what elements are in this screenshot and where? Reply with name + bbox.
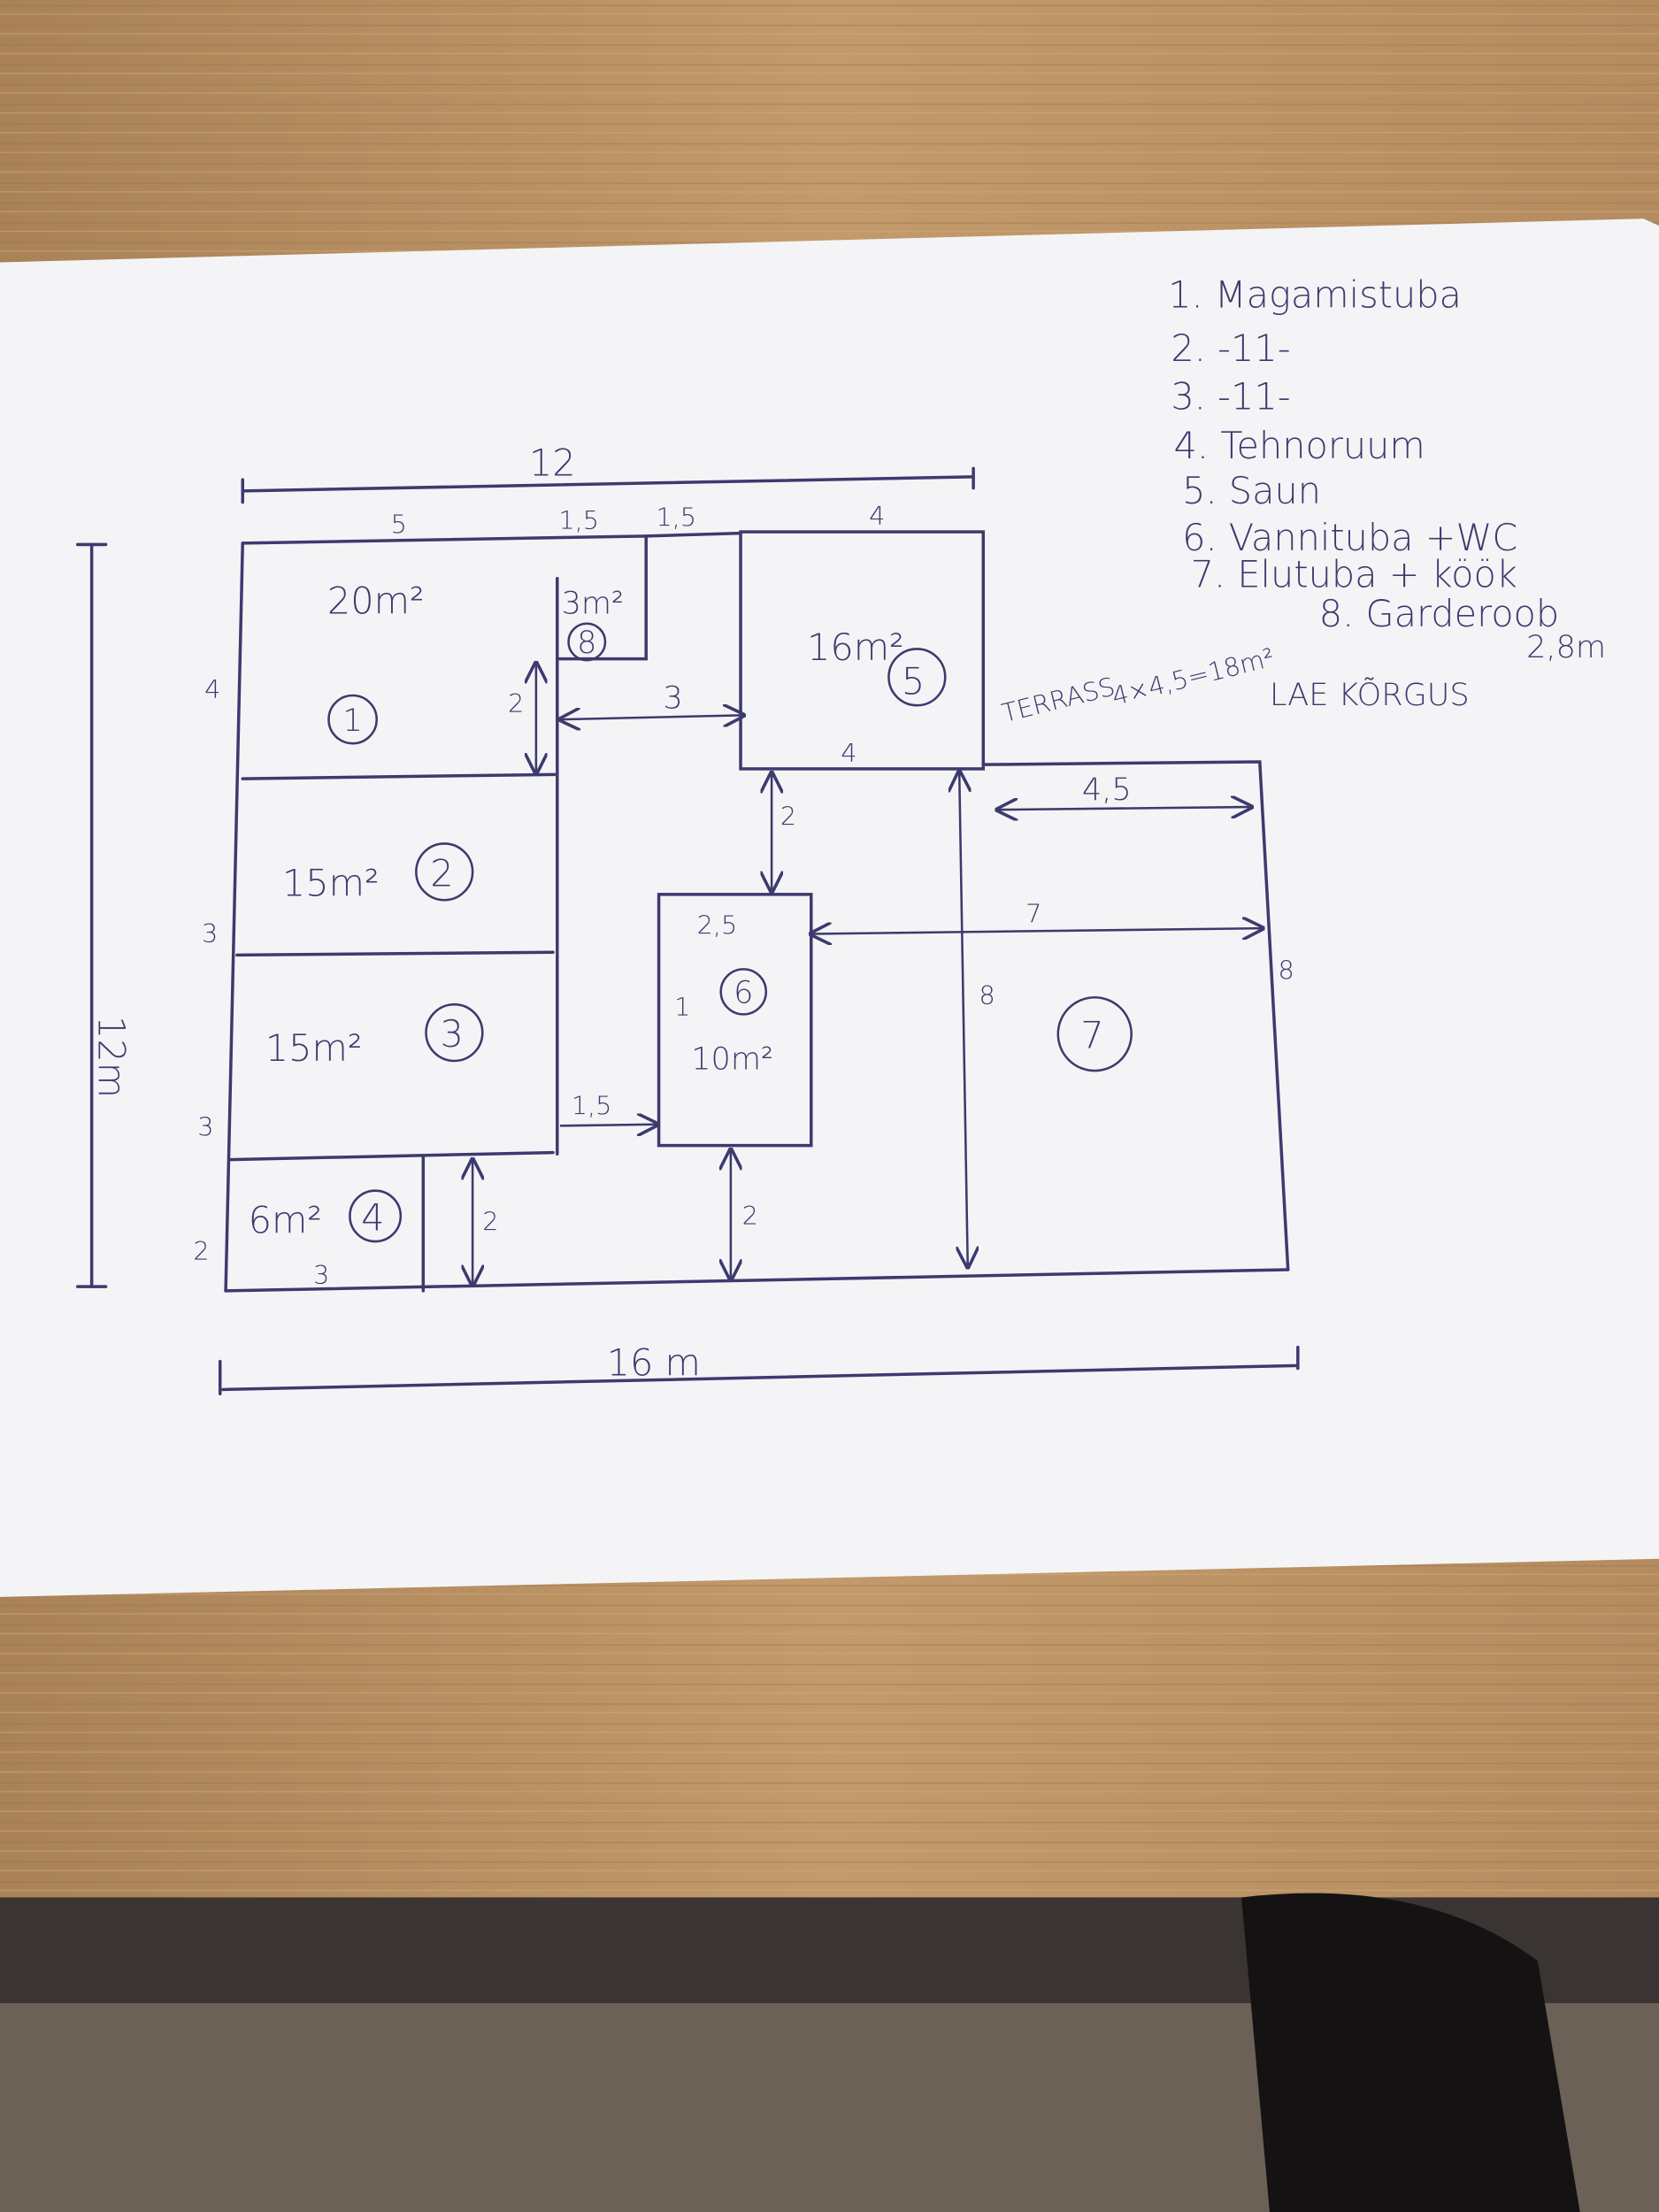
legend-item: 7. Elutuba + köök — [1191, 553, 1517, 595]
room-legend: 1. Magamistuba 2. -11- 3. -11- 4. Tehnor… — [1168, 274, 1559, 635]
room-6-area: 10m² — [691, 1041, 773, 1078]
room-3-area: 15m² — [265, 1027, 363, 1070]
legend-item: 8. Garderoob — [1319, 593, 1559, 635]
legend-item: 5. Saun — [1182, 470, 1321, 512]
dimension-arrows — [472, 663, 1263, 1285]
room-5-number: 5 — [902, 660, 925, 703]
dimension-labels: 12 5 1,5 1,5 4 4 3 2 4 3 3 2 3 2 2,5 1 1… — [90, 442, 1294, 1384]
dim-room5-bottom: 4 — [841, 738, 856, 768]
dim-room7-upper: 4,5 — [1082, 772, 1132, 808]
room-8-circle — [567, 622, 607, 662]
dim-room4-side: 2 — [482, 1206, 498, 1236]
dim-room7-width: 7 — [1025, 899, 1041, 929]
dim-room5-width: 4 — [869, 501, 885, 531]
dim-gap-width: 1,5 — [656, 503, 696, 533]
room-4-circle — [349, 1189, 403, 1243]
room-8-number: 8 — [577, 625, 596, 661]
legend-item: 2. -11- — [1171, 327, 1290, 370]
dim-room4-bottom: 3 — [313, 1260, 329, 1290]
room-2-area: 15m² — [282, 862, 380, 904]
room-5-area: 16m² — [807, 626, 904, 669]
dim-bottom-total: 16 m — [607, 1342, 701, 1385]
room-1-area: 20m² — [327, 580, 425, 623]
dim-room6-side: 1 — [674, 992, 690, 1022]
walls — [224, 530, 1290, 1293]
dim-left-room1: 4 — [204, 674, 220, 704]
room-8-area: 3m² — [562, 586, 625, 622]
room-2-number: 2 — [430, 852, 453, 895]
dim-top-total: 12 — [529, 442, 576, 484]
room-labels: 20m² 1 3m² 8 16m² 5 15m² 2 15m² 3 6m² 4 … — [249, 580, 1133, 1243]
dim-room7-height-right: 8 — [1279, 956, 1294, 986]
room-6-number: 6 — [733, 975, 753, 1011]
room-4-number: 4 — [361, 1196, 384, 1239]
room-1-number: 1 — [342, 703, 362, 739]
legend-item: 3. -11- — [1171, 375, 1290, 418]
room-5-circle — [887, 648, 947, 707]
ceiling-height-label: LAE KÕRGUS — [1270, 676, 1470, 713]
room-3-circle — [425, 1002, 484, 1063]
dim-room1-width: 5 — [391, 510, 407, 540]
dim-room6-top: 2,5 — [697, 910, 738, 940]
room-7-circle — [1056, 995, 1133, 1072]
dim-hall-width: 3 — [663, 680, 682, 716]
legend-item: 1. Magamistuba — [1168, 274, 1462, 317]
ceiling-height-value: 2,8m — [1526, 629, 1606, 665]
dim-room7-height-inner: 8 — [979, 980, 995, 1010]
dim-left-total: 12m — [90, 1016, 133, 1098]
room-2-circle — [415, 842, 474, 902]
legend-item: 6. Vannituba +WC — [1182, 517, 1517, 559]
dim-room5-room6-gap: 2 — [780, 802, 796, 832]
dim-left-room4: 2 — [193, 1236, 209, 1266]
dim-left-room2: 3 — [202, 918, 218, 949]
sock-foot — [1241, 1893, 1580, 2212]
legend-item: 4. Tehnoruum — [1174, 425, 1425, 467]
dim-left-room3: 3 — [197, 1111, 213, 1141]
room-6-circle — [719, 968, 768, 1016]
room-7-number: 7 — [1080, 1015, 1103, 1057]
dim-room1-door: 2 — [508, 688, 524, 718]
paper-sheet — [0, 219, 1659, 1597]
room-3-number: 3 — [440, 1013, 463, 1056]
room-1-circle — [327, 694, 378, 745]
dim-room6-bottom: 2 — [742, 1201, 758, 1231]
room-4-area: 6m² — [249, 1199, 322, 1241]
dim-room8-width: 1,5 — [558, 505, 599, 535]
dimension-lines — [75, 466, 1300, 1396]
dim-room6-left-gap: 1,5 — [572, 1091, 612, 1121]
